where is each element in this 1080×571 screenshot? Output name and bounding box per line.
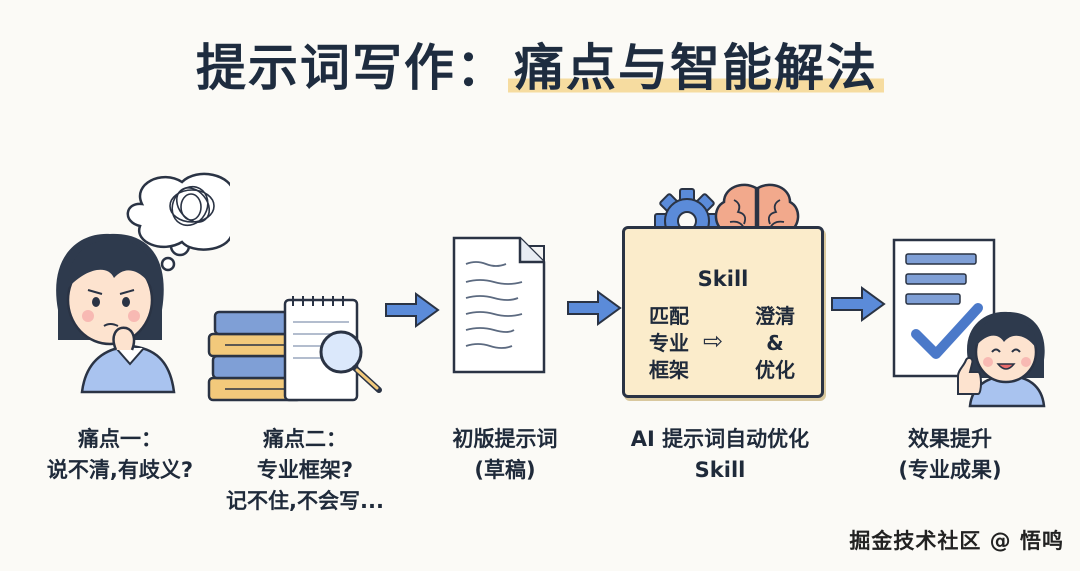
title-highlight: 痛点与智能解法: [508, 39, 884, 97]
caption-line: 效果提升: [908, 427, 992, 451]
step-caption-pain-1: 痛点一： 说不清,有歧义?: [20, 424, 220, 486]
skill-left-item: 专业: [649, 331, 689, 355]
caption-line: 痛点一：: [78, 427, 162, 451]
thumbs-up-icon: [957, 356, 982, 395]
page-title: 提示词写作：痛点与智能解法: [0, 28, 1080, 100]
step-caption-result: 效果提升 (专业成果): [860, 424, 1040, 486]
books-notepad-illustration: [207, 296, 382, 402]
flow-arrow-icon: [831, 286, 886, 322]
watermark: 掘金技术社区 @ 悟鸣: [849, 529, 1064, 553]
skill-box: Skill 匹配 专业 框架 ⇨ 澄清 & 优化: [622, 226, 824, 398]
caption-line: (草稿): [474, 458, 536, 482]
magnifier-icon: [319, 330, 382, 393]
checkmark-icon: [911, 303, 983, 359]
caption-line: (专业成果): [898, 458, 1002, 482]
caption-line: 记不住,不会写...: [226, 489, 384, 513]
title-prefix: 提示词写作：: [196, 39, 508, 97]
skill-right-column: 澄清 & 优化: [747, 303, 803, 384]
skill-right-item: &: [766, 331, 784, 355]
skill-arrow-icon: ⇨: [703, 327, 724, 355]
caption-line: Skill: [694, 458, 746, 482]
skill-left-column: 匹配 专业 框架: [641, 303, 697, 384]
skill-title: Skill: [697, 267, 749, 291]
caption-line: 说不清,有歧义?: [46, 458, 194, 482]
happy-girl-illustration: [957, 311, 1046, 408]
confused-girl-illustration: ?: [56, 172, 230, 394]
flow-arrow-icon: [567, 290, 622, 326]
skill-right-item: 澄清: [755, 304, 795, 328]
step-caption-draft: 初版提示词 (草稿): [420, 424, 590, 486]
skill-left-item: 框架: [649, 358, 689, 382]
caption-line: 初版提示词: [452, 427, 558, 451]
draft-document-illustration: [452, 236, 546, 374]
caption-line: 痛点二：: [263, 427, 347, 451]
caption-line: 专业框架?: [256, 458, 354, 482]
flow-arrow-icon: [385, 292, 440, 328]
skill-left-item: 匹配: [649, 304, 689, 328]
step-caption-pain-2: 痛点二： 专业框架? 记不住,不会写...: [200, 424, 410, 517]
step-caption-skill: AI 提示词自动优化 Skill: [600, 424, 840, 486]
caption-line: AI 提示词自动优化: [630, 427, 810, 451]
skill-right-item: 优化: [755, 358, 795, 382]
thought-bubble-icon: ?: [126, 172, 230, 272]
